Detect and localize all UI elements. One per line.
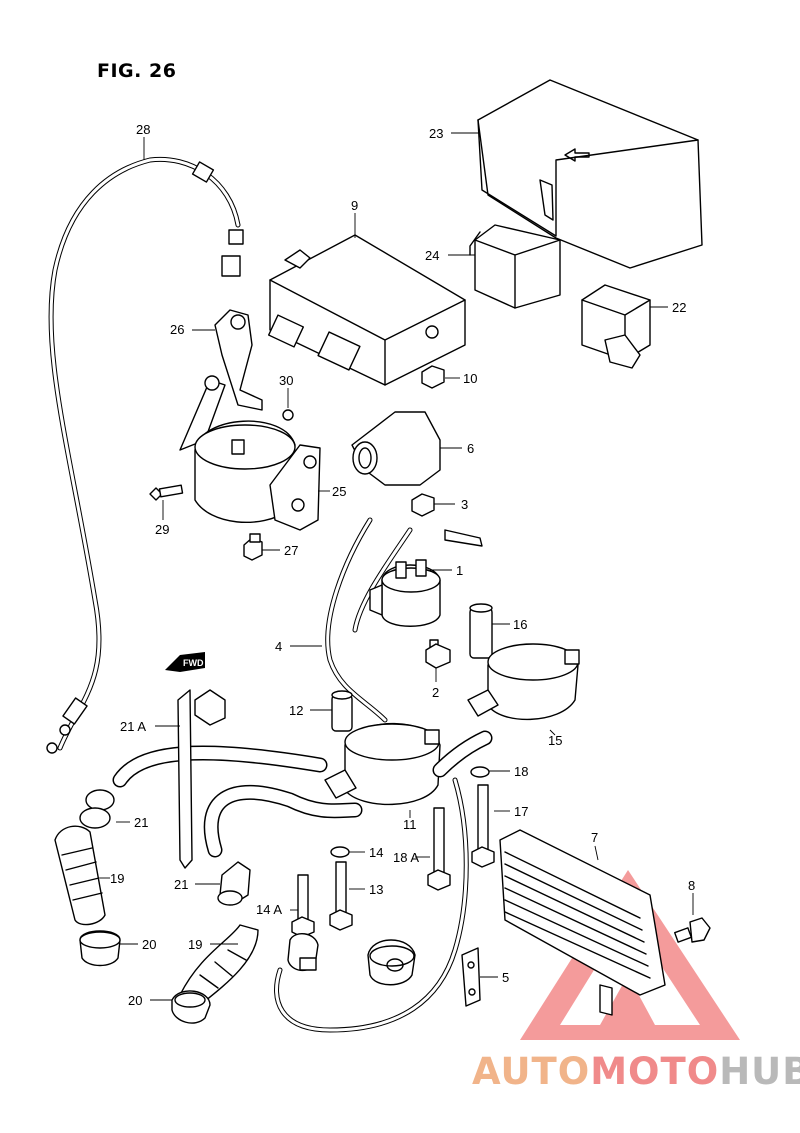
part-24-relay: [469, 224, 561, 309]
leader-lines: [100, 132, 694, 1001]
part-14A-bolt: [291, 874, 315, 938]
part-19-plug-cap-right: [179, 924, 259, 1006]
callout-24: 24: [425, 248, 439, 263]
callout-5: 5: [502, 970, 509, 985]
watermark-part-2: MOTO: [590, 1050, 720, 1093]
part-25-actuator: [179, 375, 321, 531]
part-18-washer: [470, 766, 490, 778]
watermark-part-1: AUTO: [472, 1050, 591, 1093]
callout-17: 17: [514, 804, 528, 819]
part-20-cap-left: [79, 930, 121, 967]
part-5-clamp: [461, 947, 481, 1007]
part-7-regulator-rectifier: [499, 829, 666, 1016]
part-9-ignitor-unit: [267, 234, 466, 386]
callout-1: 1: [456, 563, 463, 578]
watermark-part-3: HUB: [719, 1050, 800, 1093]
callout-2: 2: [432, 685, 439, 700]
callout-18A: 18 A: [393, 850, 419, 865]
part-14-washer: [330, 846, 350, 858]
part-21-grommet-upper: [79, 789, 115, 829]
forward-direction-arrow: FWD: [165, 652, 205, 672]
callout-14: 14: [369, 845, 383, 860]
callout-15: 15: [548, 733, 562, 748]
callout-labels: 28 23 9 24 22 26 30 10 6 25 29 27 3 1 4 …: [110, 122, 695, 1008]
part-18A-bolt: [427, 807, 451, 891]
part-1-starter-relay: [369, 559, 441, 627]
part-29-screw: [149, 484, 184, 501]
figure-title: FIG. 26: [97, 60, 177, 82]
part-27-bolt: [243, 533, 263, 561]
part-19-plug-cap-left: [54, 825, 106, 926]
callout-10: 10: [463, 371, 477, 386]
callout-11: 11: [403, 817, 417, 832]
part-13-bolt: [329, 861, 353, 931]
callout-16: 16: [513, 617, 527, 632]
callout-21-lower: 21: [174, 877, 188, 892]
part-15-ignition-coil: [467, 643, 580, 721]
callout-3: 3: [461, 497, 468, 512]
callout-21A: 21 A: [120, 719, 146, 734]
part-26-bracket: [214, 309, 263, 411]
part-21-grommet-lower: [217, 861, 251, 906]
part-23-cover: [477, 79, 703, 269]
part-28-cable: [46, 156, 244, 754]
callout-14A: 14 A: [256, 902, 282, 917]
callout-22: 22: [672, 300, 686, 315]
fwd-label: FWD: [183, 658, 204, 668]
callout-27: 27: [284, 543, 298, 558]
callout-4: 4: [275, 639, 282, 654]
callout-28: 28: [136, 122, 150, 137]
callout-6: 6: [467, 441, 474, 456]
part-11-ignition-coil: [324, 722, 441, 806]
callout-23: 23: [429, 126, 443, 141]
callout-21-upper: 21: [134, 815, 148, 830]
watermark-text: AUTOMOTOHUB: [472, 1050, 800, 1093]
part-16-spacer: [469, 603, 493, 659]
part-6-boot: [351, 411, 441, 486]
callout-9: 9: [351, 198, 358, 213]
callout-26: 26: [170, 322, 184, 337]
part-17-bolt: [471, 784, 495, 868]
part-4-harness: [274, 517, 483, 1033]
part-10-nut: [421, 365, 445, 389]
part-21A-tie-strap: [177, 689, 226, 869]
part-2-bolt: [425, 639, 451, 669]
grommet-round: [367, 939, 416, 986]
callout-7: 7: [591, 830, 598, 845]
callout-8: 8: [688, 878, 695, 893]
callout-25: 25: [332, 484, 346, 499]
callout-20-right: 20: [128, 993, 142, 1008]
part-30-washer: [282, 409, 294, 421]
callout-18: 18: [514, 764, 528, 779]
callout-30: 30: [279, 373, 293, 388]
callout-29: 29: [155, 522, 169, 537]
callout-19-right: 19: [188, 937, 202, 952]
part-8-screw: [674, 917, 711, 943]
callout-19-left: 19: [110, 871, 124, 886]
plug-cap-small: [287, 933, 319, 972]
callout-12: 12: [289, 703, 303, 718]
callout-20-left: 20: [142, 937, 156, 952]
part-22-connector: [581, 284, 651, 369]
part-20-cap-right: [171, 990, 211, 1024]
callout-13: 13: [369, 882, 383, 897]
part-3-nut: [411, 493, 435, 517]
part-12-spacer: [331, 690, 353, 732]
